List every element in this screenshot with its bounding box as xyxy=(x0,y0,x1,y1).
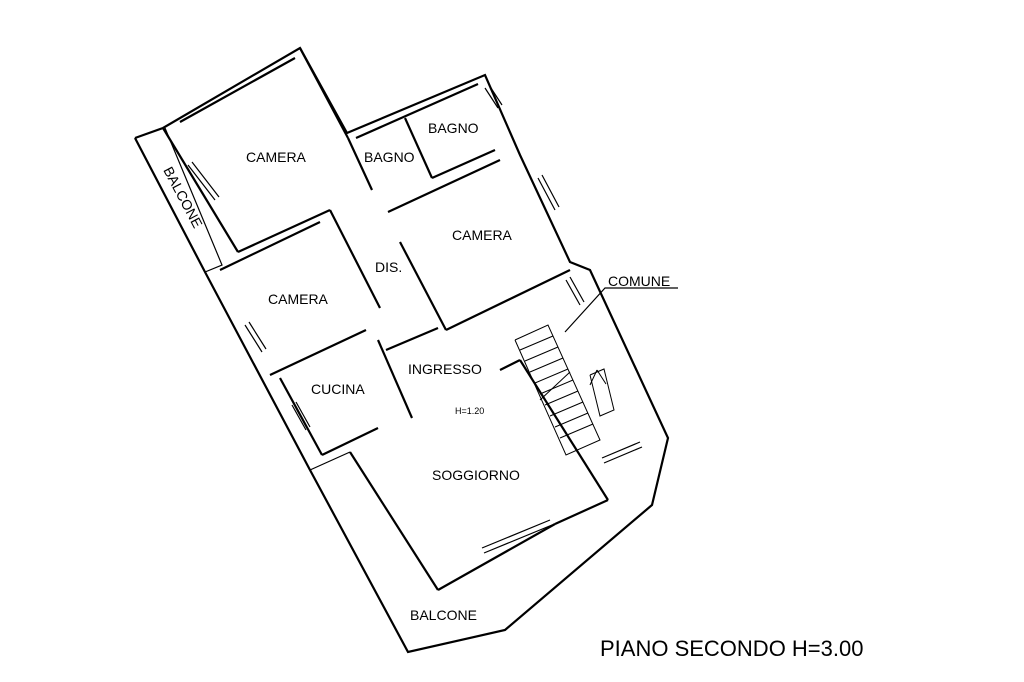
plan-title: PIANO SECONDO H=3.00 xyxy=(600,636,863,661)
room-label-balcone-left: BALCONE xyxy=(160,164,206,231)
room-label-comune: COMUNE xyxy=(608,273,670,289)
room-label-balcone-bottom: BALCONE xyxy=(410,607,477,623)
windows xyxy=(187,84,643,554)
comune-leader xyxy=(564,287,678,333)
room-label-ingresso: INGRESSO xyxy=(408,361,482,377)
staircase xyxy=(514,324,615,456)
outer-walls xyxy=(134,46,670,654)
interior-walls xyxy=(219,47,609,591)
left-balcony-outline xyxy=(134,127,223,273)
height-note: H=1.20 xyxy=(455,406,484,416)
room-label-dis: DIS. xyxy=(375,259,402,275)
room-label-bagno-1: BAGNO xyxy=(364,149,415,165)
room-label-bagno-2: BAGNO xyxy=(428,120,479,136)
room-label-camera-2: CAMERA xyxy=(452,227,513,243)
room-label-camera-1: CAMERA xyxy=(246,149,307,165)
room-label-camera-3: CAMERA xyxy=(268,291,329,307)
room-label-cucina: CUCINA xyxy=(311,381,365,397)
room-label-soggiorno: SOGGIORNO xyxy=(432,467,520,483)
